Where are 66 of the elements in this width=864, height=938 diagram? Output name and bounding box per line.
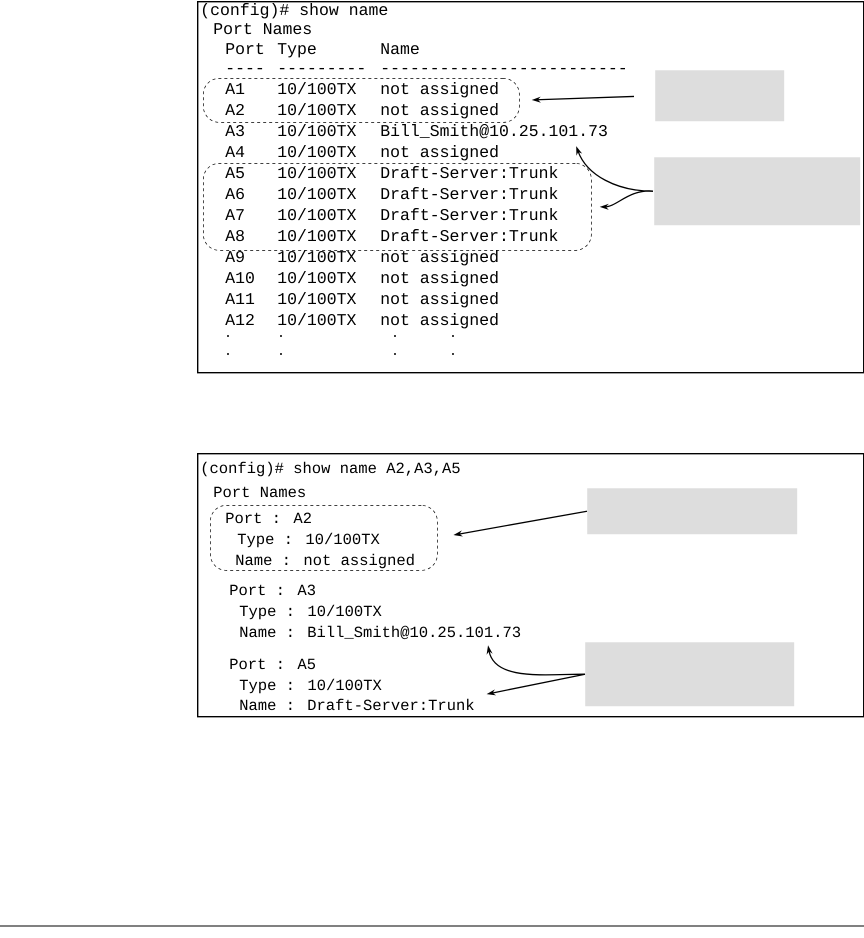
console-text: 10/100TX [278, 82, 356, 94]
console-text: Bill_Smith@10.25.101.73 [308, 626, 520, 640]
console-text: A2 [225, 104, 244, 115]
dashed-outline [203, 78, 520, 123]
console-text: 10/100TX [278, 103, 356, 116]
callout-box [587, 488, 798, 534]
console-text: Type [278, 43, 316, 58]
console-text: Draft-Server:Trunk [382, 208, 558, 220]
dashed-outline [210, 505, 438, 571]
terminal-window [197, 1, 864, 374]
console-text: not assigned [382, 313, 498, 328]
console-text: Port : A3 [230, 584, 315, 596]
console-text: Type : 10/100TX [240, 678, 382, 694]
callout-box [654, 157, 860, 226]
console-text: not assigned [382, 250, 498, 266]
console-text: A11 [225, 293, 254, 304]
console-text: Name [382, 43, 419, 54]
callout-box [655, 70, 784, 122]
console-text: Port : A5 [230, 658, 315, 670]
console-text: A1 [225, 83, 244, 94]
console-text: Name : not assigned [236, 554, 414, 568]
terminal-window [197, 453, 864, 718]
console-text: 10/100TX [278, 271, 356, 284]
console-text: not assigned [382, 82, 498, 98]
console-text: 10/100TX [278, 187, 356, 200]
console-text: A7 [225, 209, 244, 220]
console-text: A10 [225, 272, 254, 284]
console-text: (config)# show name A2,A3,A5 [202, 462, 460, 476]
console-text: Draft-Server:Trunk [382, 187, 558, 200]
console-text: A9 [225, 250, 244, 262]
console-text: Draft-Server:Trunk [308, 698, 474, 710]
console-text: A6 [225, 188, 244, 200]
console-text: Name : [240, 626, 292, 638]
console-text: ---- [228, 68, 262, 70]
callout-box [585, 642, 794, 706]
console-text: 10/100TX [278, 313, 356, 326]
console-text: 10/100TX [278, 229, 356, 242]
console-text: A4 [225, 146, 244, 157]
console-text: (config)# show name [202, 3, 388, 18]
console-text: not assigned [382, 103, 498, 118]
console-text: ------------------------- [382, 68, 625, 70]
console-text: Port Names [214, 23, 311, 34]
console-text: A12 [225, 314, 254, 325]
console-text: A5 [225, 167, 244, 178]
console-text: 10/100TX [278, 250, 356, 262]
console-text: not assigned [382, 271, 498, 286]
console-text: Port [226, 43, 264, 54]
console-text: 10/100TX [278, 145, 356, 158]
dashed-outline [203, 163, 592, 251]
console-text: Name : [240, 700, 292, 710]
console-text: 10/100TX [278, 124, 356, 136]
console-text: Type : 10/100TX [240, 604, 382, 620]
console-text: not assigned [382, 292, 498, 308]
console-text: Port Names [214, 486, 305, 498]
console-text: A8 [225, 230, 244, 242]
console-text: 10/100TX [278, 166, 356, 178]
console-text: --------- [280, 68, 364, 70]
console-text: 10/100TX [278, 208, 356, 220]
console-text: A3 [225, 124, 244, 136]
console-text: 10/100TX [278, 292, 356, 304]
console-text: Draft-Server:Trunk [382, 166, 558, 178]
console-text: not assigned [382, 145, 498, 160]
console-text: Port : A2 [226, 512, 311, 524]
console-text: Draft-Server:Trunk [382, 229, 558, 242]
console-text: Bill_Smith@10.25.101.73 [382, 124, 607, 138]
console-text: Type : 10/100TX [238, 532, 380, 548]
